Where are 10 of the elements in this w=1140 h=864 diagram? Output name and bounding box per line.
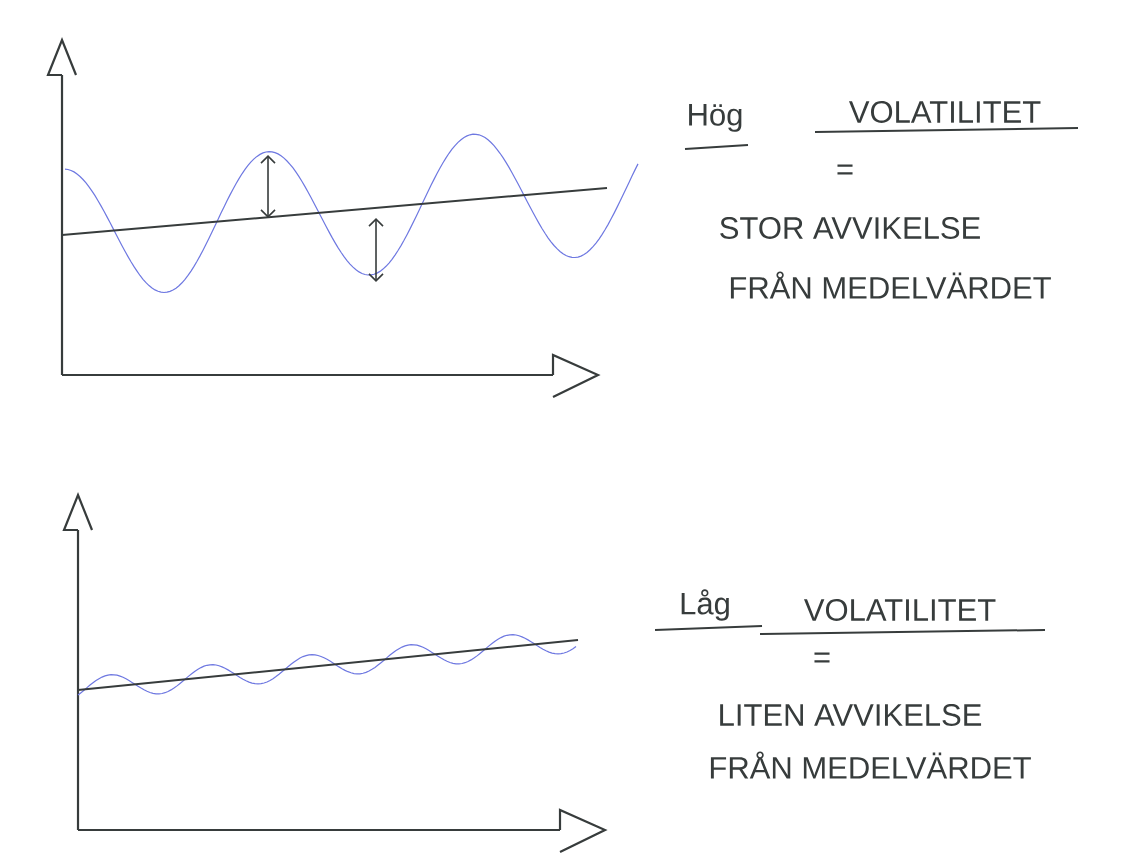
handwritten-text: Hög bbox=[689, 104, 742, 132]
handwritten-text: LITEN AVVIKELSE bbox=[720, 704, 982, 726]
handwritten-text: STOR AVVIKELSE bbox=[720, 217, 980, 239]
handwritten-text: FRÅN MEDELVÄRDET bbox=[710, 751, 1031, 779]
handwritten-text: VOLATILITET bbox=[848, 101, 1041, 123]
handwritten-text: = bbox=[837, 164, 853, 175]
handwritten-text: FRÅN MEDELVÄRDET bbox=[730, 271, 1051, 299]
handwritten-text: VOLATILITET bbox=[803, 599, 996, 621]
handwritten-text: = bbox=[814, 652, 830, 663]
handwritten-text: Låg bbox=[681, 589, 729, 621]
